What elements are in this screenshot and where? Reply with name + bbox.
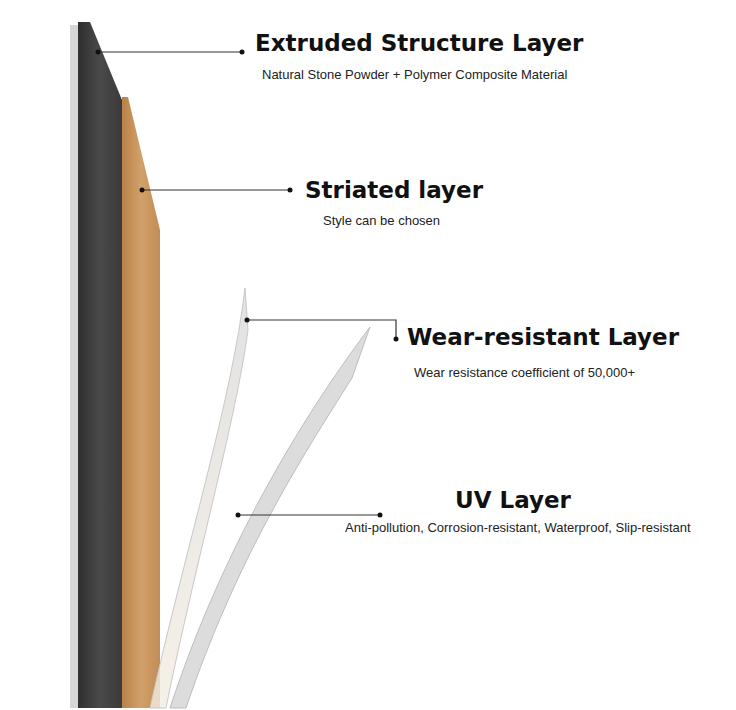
layer-note: Wear resistance coefficient of 50,000+ — [414, 365, 635, 381]
leader-line — [98, 51, 240, 52]
leader-dot — [378, 513, 383, 518]
leader-dot — [240, 50, 245, 55]
layer-name: UV Layer — [455, 486, 571, 514]
edge-strip — [70, 25, 79, 708]
leader-dot — [394, 337, 399, 342]
layer-name: Extruded Structure Layer — [255, 29, 583, 57]
striated-layer — [122, 97, 160, 708]
leader-line — [238, 514, 378, 515]
layer-note: Style can be chosen — [323, 213, 440, 229]
leader-dot — [236, 513, 241, 518]
extruded-layer — [78, 22, 122, 708]
layer-name: Wear-resistant Layer — [407, 323, 679, 351]
leader-dot — [96, 50, 101, 55]
layer-note: Natural Stone Powder + Polymer Composite… — [262, 67, 567, 83]
leader-dot — [245, 318, 250, 323]
uv-layer — [170, 327, 370, 708]
leader-line — [142, 189, 288, 190]
layer-name: Striated layer — [305, 176, 483, 204]
leader-line — [247, 320, 396, 337]
leader-dot — [140, 188, 145, 193]
leader-dot — [288, 188, 293, 193]
layer-note: Anti-pollution, Corrosion-resistant, Wat… — [345, 520, 691, 536]
